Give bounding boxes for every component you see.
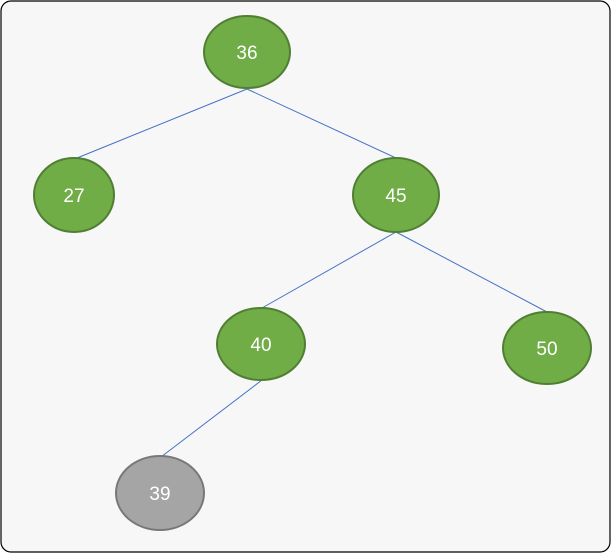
- edge-n45-n40: [261, 231, 397, 309]
- node-circle: [203, 15, 291, 89]
- tree-node-27: 27: [33, 157, 115, 233]
- node-circle: [33, 157, 115, 233]
- node-circle: [502, 311, 592, 385]
- node-circle: [216, 307, 306, 381]
- edge-n45-n50: [395, 231, 548, 313]
- node-circle: [115, 455, 205, 531]
- tree-node-36: 36: [203, 15, 291, 89]
- edges-layer: [76, 88, 548, 458]
- node-label: 45: [385, 186, 406, 207]
- edge-n36-n45: [246, 88, 397, 159]
- node-label: 39: [149, 484, 170, 505]
- node-label: 40: [250, 335, 271, 356]
- tree-node-45: 45: [352, 157, 440, 233]
- tree-node-40: 40: [216, 307, 306, 381]
- tree-node-39: 39: [115, 455, 205, 531]
- edge-n40-n39: [160, 379, 263, 458]
- node-label: 50: [536, 339, 557, 360]
- tree-node-50: 50: [502, 311, 592, 385]
- nodes-layer: 36 27 45 40 50 39: [33, 15, 592, 531]
- node-label: 27: [63, 186, 84, 207]
- node-label: 36: [236, 43, 257, 64]
- edge-n36-n27: [76, 88, 248, 159]
- node-circle: [352, 157, 440, 233]
